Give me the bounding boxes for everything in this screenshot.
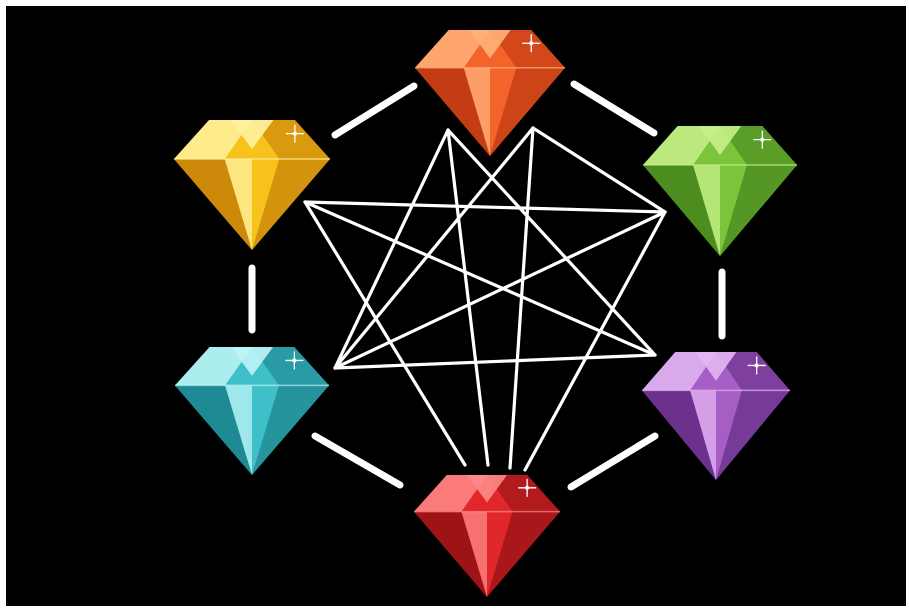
gem-diagram-canvas	[0, 0, 909, 610]
gem-diagram	[0, 0, 909, 610]
